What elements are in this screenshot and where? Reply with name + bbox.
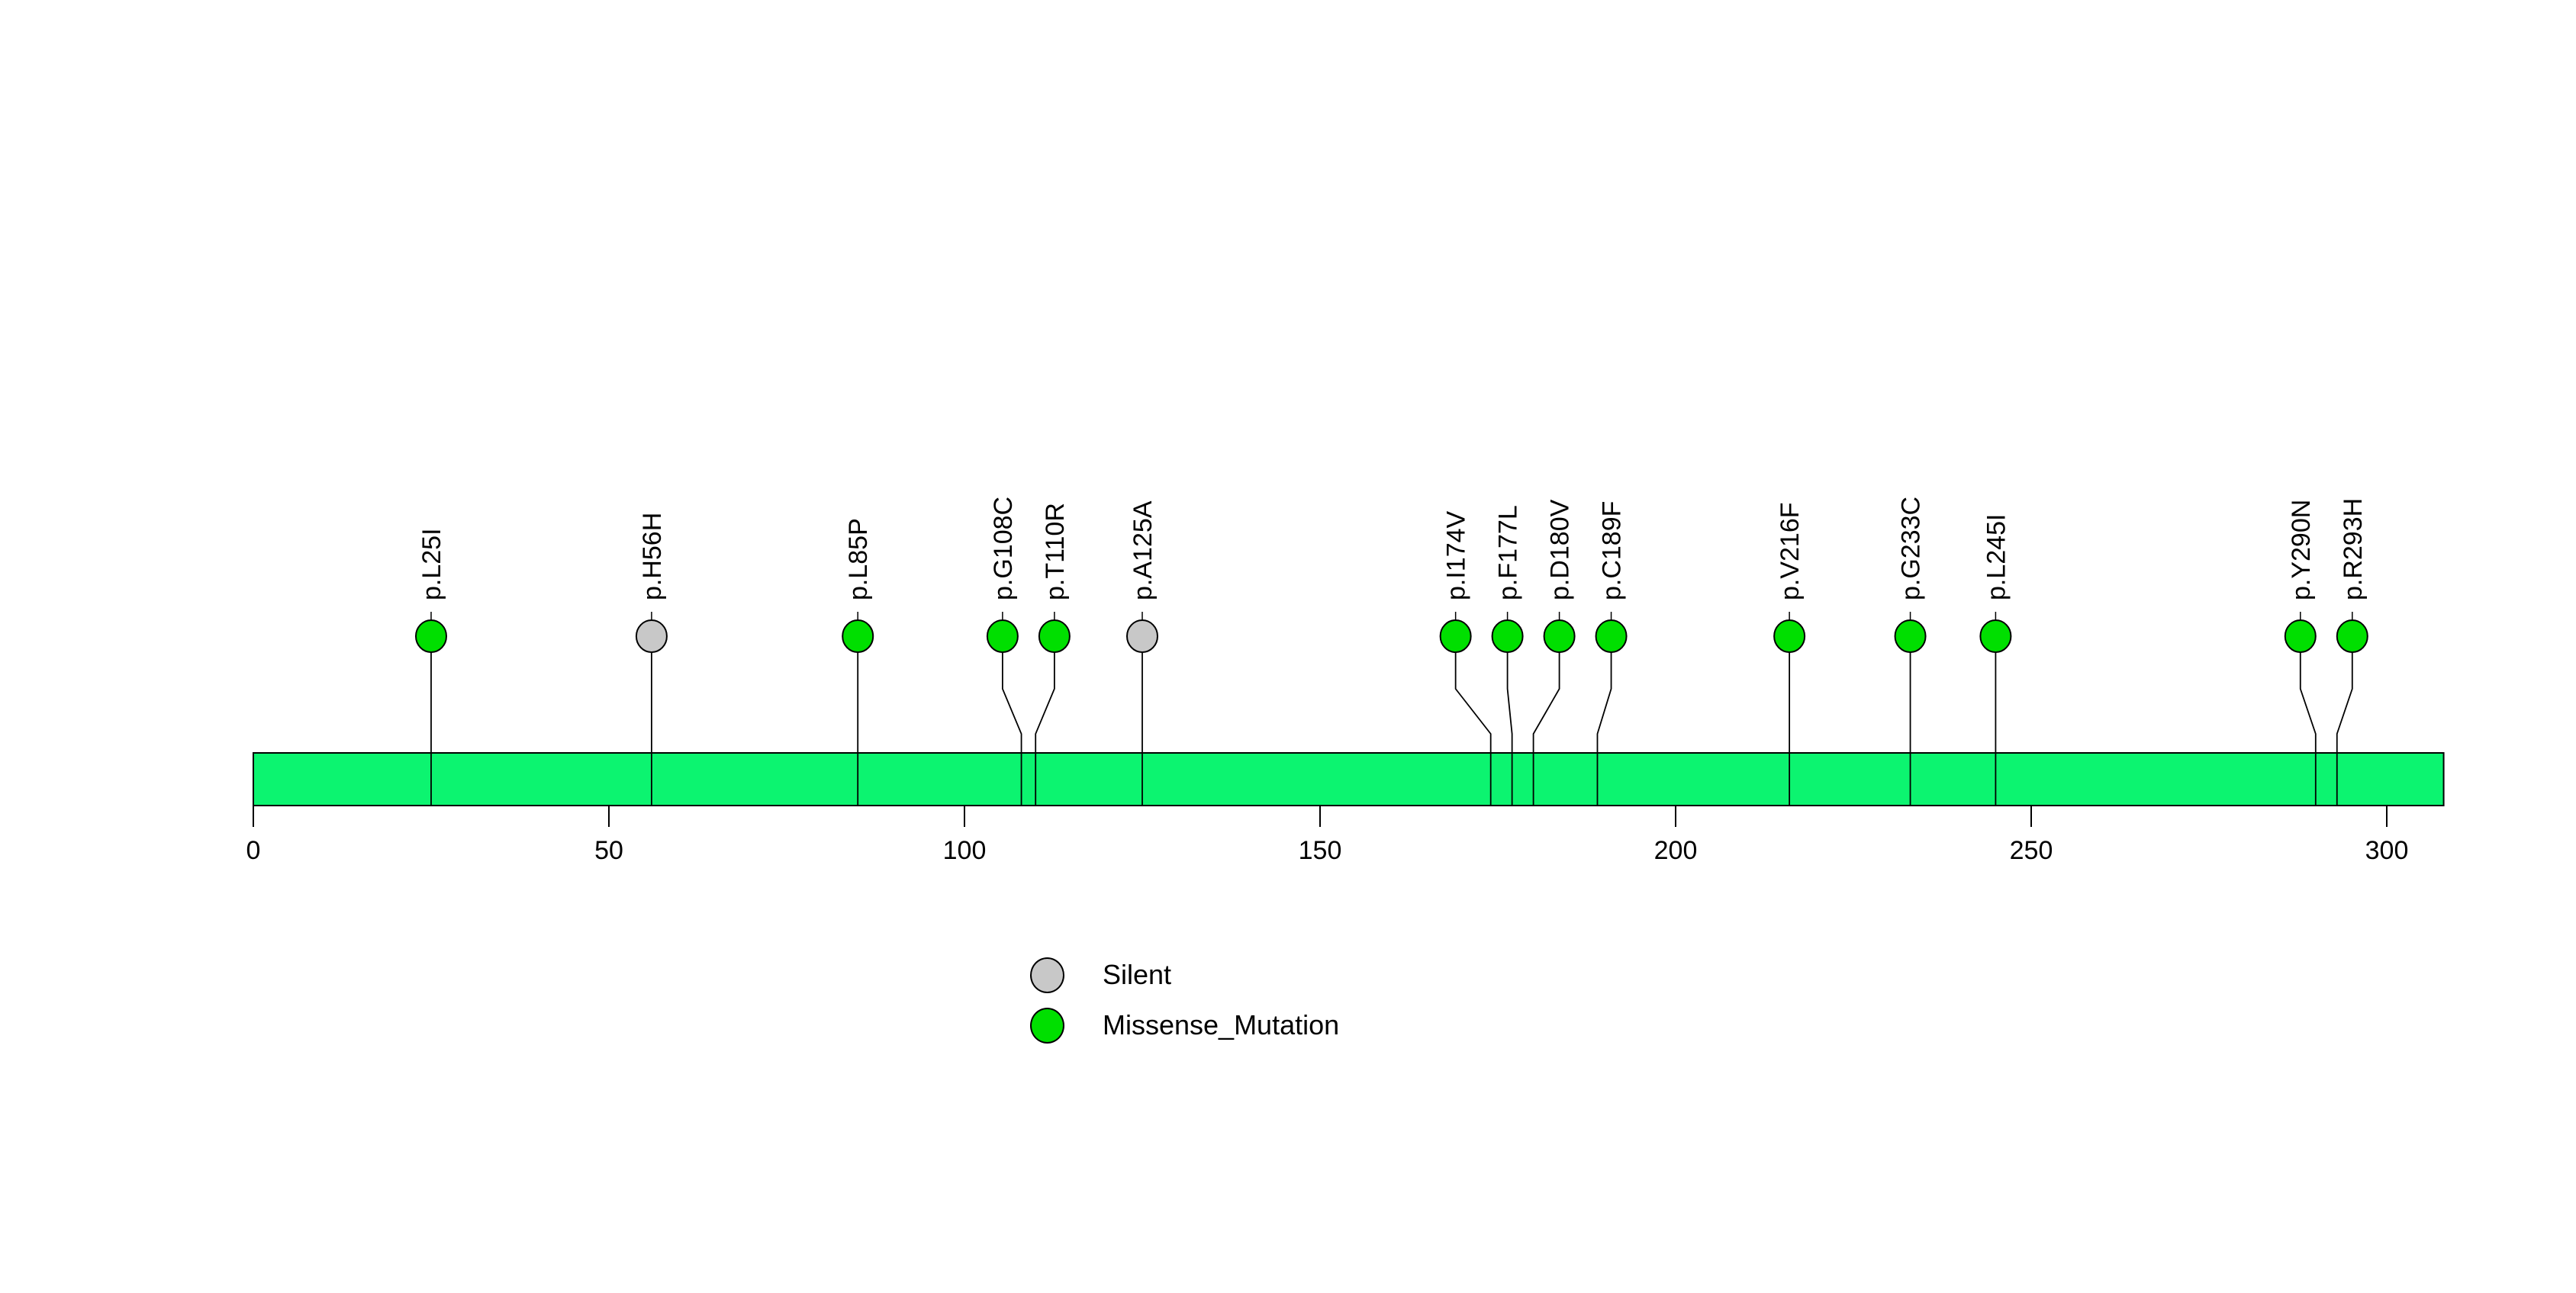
mutation-lollipop-circle [1894,619,1927,653]
legend-item-missense: Missense_Mutation [1030,1000,1339,1050]
lollipop-stem [2336,652,2353,806]
mutation-label: p.G108C [989,497,1018,600]
legend-label-silent: Silent [1103,959,1172,990]
mutation-lollipop-circle [1126,619,1158,653]
legend-swatch-missense [1030,1007,1064,1044]
mutation-lollipop-circle [1439,619,1472,653]
lollipop-stem [1035,652,1055,806]
axis-tick-label: 150 [1299,836,1342,865]
mutation-lollipop-circle [986,619,1019,653]
mutation-lollipop-circle [1773,619,1806,653]
mutation-label: p.D180V [1546,499,1575,600]
mutation-label: p.H56H [638,513,667,600]
lollipop-stem [1001,652,1022,806]
axis-tick-label: 200 [1654,836,1698,865]
protein-backbone-bar [253,752,2445,806]
axis-tick-label: 300 [2365,836,2409,865]
mutation-lollipop-circle [842,619,874,653]
lollipop-stem [2299,652,2317,806]
axis-tick-label: 250 [2010,836,2053,865]
mutation-label: p.I174V [1442,510,1471,600]
mutation-lollipop-circle [1979,619,2012,653]
axis-tick-label: 0 [246,836,261,865]
mutation-label: p.F177L [1494,505,1523,600]
legend-item-silent: Silent [1030,950,1339,1000]
mutation-label: p.V216F [1776,502,1805,600]
mutation-label: p.C189F [1598,501,1627,600]
mutation-lollipop-circle [2336,619,2368,653]
mutation-label: p.R293H [2339,498,2368,600]
legend-swatch-silent [1030,957,1064,993]
axis-tick-label: 100 [943,836,987,865]
mutation-label: p.A125A [1129,500,1158,600]
mutation-label: p.L245I [1982,514,2011,600]
mutation-label: p.Y290N [2287,500,2316,600]
lollipop-stem [1506,652,1513,806]
legend: Silent Missense_Mutation [1030,950,1339,1050]
mutation-lollipop-circle [415,619,447,653]
lollipop-stem [1596,652,1612,806]
lollipop-stem [1454,652,1492,806]
mutation-lollipop-circle [1038,619,1071,653]
mutation-lollipop-circle [1543,619,1576,653]
axis-tick-label: 50 [594,836,623,865]
legend-label-missense: Missense_Mutation [1103,1009,1340,1041]
mutation-label: p.T110R [1041,503,1070,600]
mutation-label: p.G233C [1897,497,1926,600]
mutation-lollipop-circle [1491,619,1524,653]
mutation-lollipop-circle [1595,619,1628,653]
lollipop-stem [1532,652,1560,806]
mutation-label: p.L25I [417,528,446,600]
mutation-lollipop-circle [635,619,668,653]
mutation-label: p.L85P [844,518,873,600]
mutation-lollipop-circle [2284,619,2317,653]
